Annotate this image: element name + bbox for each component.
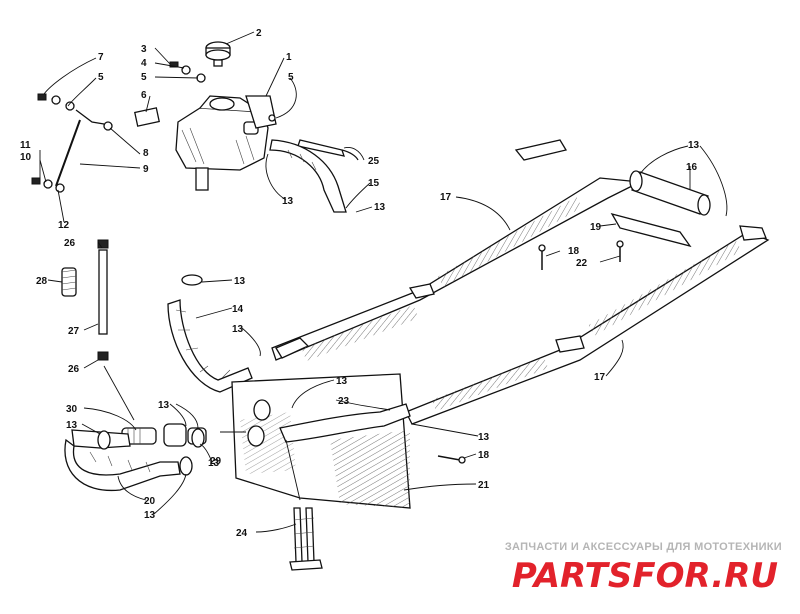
support-bracket	[289, 507, 323, 571]
callout-4: 4	[141, 58, 147, 69]
callout-17: 17	[440, 192, 452, 203]
thermostat-rod	[97, 239, 109, 361]
callout-5: 5	[98, 72, 104, 83]
callout-5: 5	[141, 72, 147, 83]
callout-11: 11	[20, 140, 31, 151]
callout-29: 29	[210, 456, 222, 467]
callout-9: 9	[143, 164, 149, 175]
heat-exchanger-bracket	[610, 212, 692, 248]
callout-13: 13	[232, 324, 244, 335]
partsfor-logo: PARTSFOR.RU	[512, 556, 778, 596]
callout-13: 13	[144, 510, 156, 521]
callout-13: 13	[688, 140, 700, 151]
rivet-22	[616, 240, 624, 262]
callout-25: 25	[368, 156, 380, 167]
hose-clamp-set	[97, 428, 205, 476]
callout-1: 1	[286, 52, 292, 63]
callout-13: 13	[66, 420, 78, 431]
callout-5: 5	[288, 72, 294, 83]
heat-exchanger-left	[271, 177, 643, 362]
callout-2: 2	[256, 28, 262, 39]
callout-13: 13	[374, 202, 386, 213]
callout-8: 8	[143, 148, 149, 159]
callout-26: 26	[64, 238, 76, 249]
bottom-connector-hose	[247, 399, 411, 447]
watermark-logo-text: PARTSFOR.RU	[512, 556, 778, 595]
leader-lines	[39, 31, 728, 533]
callout-15: 15	[368, 178, 380, 189]
callout-24: 24	[236, 528, 248, 539]
partsfor-watermark: ЗАПЧАСТИ И АКСЕССУАРЫ ДЛЯ МОТОТЕХНИКИ PA…	[482, 541, 782, 600]
callout-26: 26	[68, 364, 80, 375]
linkage-rod-assembly	[31, 93, 113, 193]
overflow-hose	[297, 139, 359, 161]
callout-13: 13	[208, 458, 220, 469]
bypass-hose	[64, 429, 181, 492]
callout-23: 23	[338, 396, 350, 407]
upper-coolant-hose	[269, 139, 347, 213]
rivet-18-top	[538, 244, 546, 270]
radiator-cap	[205, 41, 231, 67]
screw-and-washer-set	[169, 61, 206, 83]
callout-13: 13	[336, 376, 348, 387]
callout-14: 14	[232, 304, 244, 315]
callout-30: 30	[66, 404, 78, 415]
watermark-caption: ЗАПЧАСТИ И АКСЕССУАРЫ ДЛЯ МОТОТЕХНИКИ	[504, 541, 782, 553]
reservoir-bracket	[245, 95, 277, 129]
callout-13: 13	[478, 432, 490, 443]
label-sticker	[134, 107, 160, 127]
callout-22: 22	[576, 258, 588, 269]
hardware-clip-top	[514, 139, 568, 161]
callout-13: 13	[234, 276, 246, 287]
callout-18: 18	[478, 450, 490, 461]
callout-16: 16	[686, 162, 698, 173]
heat-shield-plate	[231, 373, 411, 509]
callout-13: 13	[282, 196, 294, 207]
callout-12: 12	[58, 220, 70, 231]
callout-3: 3	[141, 44, 147, 55]
callout-19: 19	[590, 222, 602, 233]
callout-13: 13	[158, 400, 170, 411]
callout-27: 27	[68, 326, 80, 337]
coolant-reservoir-tank	[175, 95, 269, 191]
callout-18: 18	[568, 246, 580, 257]
callout-7: 7	[98, 52, 104, 63]
callout-20: 20	[144, 496, 156, 507]
heat-exchanger-right	[405, 225, 770, 425]
rivet-18-bottom	[437, 455, 466, 464]
callout-6: 6	[141, 90, 147, 101]
callout-28: 28	[36, 276, 48, 287]
callout-21: 21	[478, 480, 490, 491]
connector-hose	[629, 170, 711, 216]
callout-10: 10	[20, 152, 32, 163]
callout-17: 17	[594, 372, 606, 383]
